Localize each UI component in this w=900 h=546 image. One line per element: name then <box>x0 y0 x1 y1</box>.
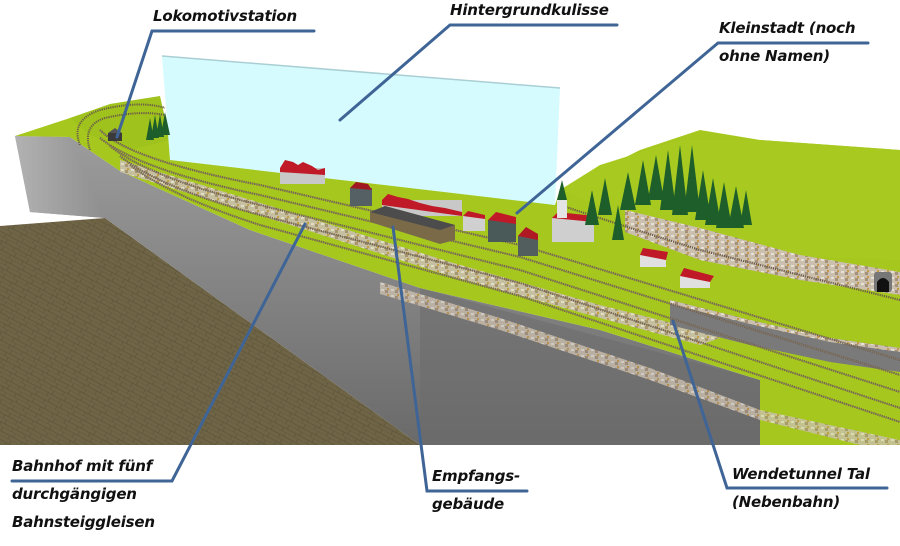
background-backdrop <box>162 56 560 205</box>
forest-right <box>585 145 752 240</box>
town-buildings <box>280 160 538 256</box>
houses-right <box>640 248 714 288</box>
floor <box>0 218 420 445</box>
label-lokomotivstation: Lokomotivstation <box>153 7 297 25</box>
callout-line-bahnhof <box>10 222 307 483</box>
callout-line-lokomotivstation <box>115 29 316 139</box>
label-bahnhof: Bahnhof mit fünf durchgängigen Bahnsteig… <box>12 457 155 531</box>
label-empfangsgebaeude: Empfangs- gebäude <box>432 467 521 513</box>
callout-line-hintergrundkulisse <box>338 23 619 122</box>
rock-wall-upper <box>625 210 900 295</box>
label-wendetunnel: Wendetunnel Tal (Nebenbahn) <box>732 465 870 511</box>
label-hintergrundkulisse: Hintergrundkulisse <box>450 1 609 19</box>
callout-line-empfangsgebaeude <box>391 225 529 493</box>
rock-band <box>380 282 900 445</box>
station-building <box>370 206 455 244</box>
label-kleinstadt: Kleinstadt (noch ohne Namen) <box>719 19 856 65</box>
callout-line-kleinstadt <box>515 41 870 215</box>
callout-line-wendetunnel <box>671 319 889 490</box>
trees-left <box>146 112 170 140</box>
tunnel-portal <box>874 272 892 292</box>
callout-lines <box>10 23 889 493</box>
